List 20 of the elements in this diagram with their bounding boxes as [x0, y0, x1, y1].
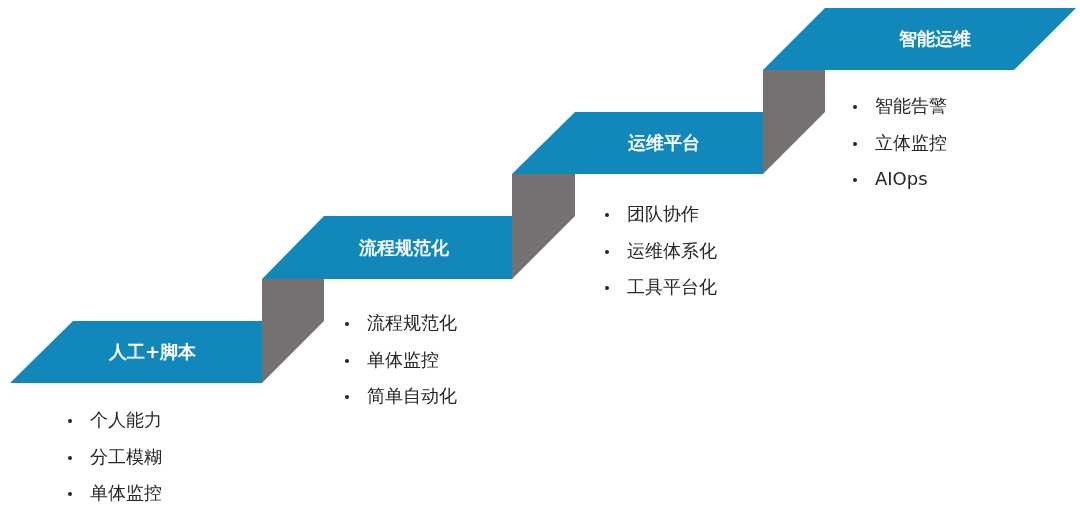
step-title: 流程规范化: [359, 235, 449, 260]
bullet-item: 流程规范化: [367, 312, 457, 334]
step-banner: [512, 112, 763, 174]
bullet-item: 工具平台化: [627, 276, 717, 298]
step-banner: [262, 216, 512, 279]
bullet-item: 单体监控: [90, 482, 162, 504]
bullet-item: AIOps: [875, 168, 928, 190]
bullet-item: 智能告警: [875, 95, 947, 117]
bullet-item: 分工模糊: [90, 445, 162, 468]
bullet-item: 运维体系化: [627, 239, 717, 262]
bullet-item: 单体监控: [367, 348, 439, 371]
step-banner: [763, 8, 1076, 70]
bullet-item: 团队协作: [627, 203, 699, 225]
step-title: 人工+脚本: [108, 340, 197, 364]
bullet-item: 个人能力: [90, 409, 162, 431]
bullet-item: 立体监控: [875, 131, 947, 154]
step-title: 运维平台: [628, 131, 700, 155]
step-banner: [10, 321, 262, 383]
step-title: 智能运维: [898, 27, 971, 51]
bullet-item: 简单自动化: [367, 385, 457, 407]
